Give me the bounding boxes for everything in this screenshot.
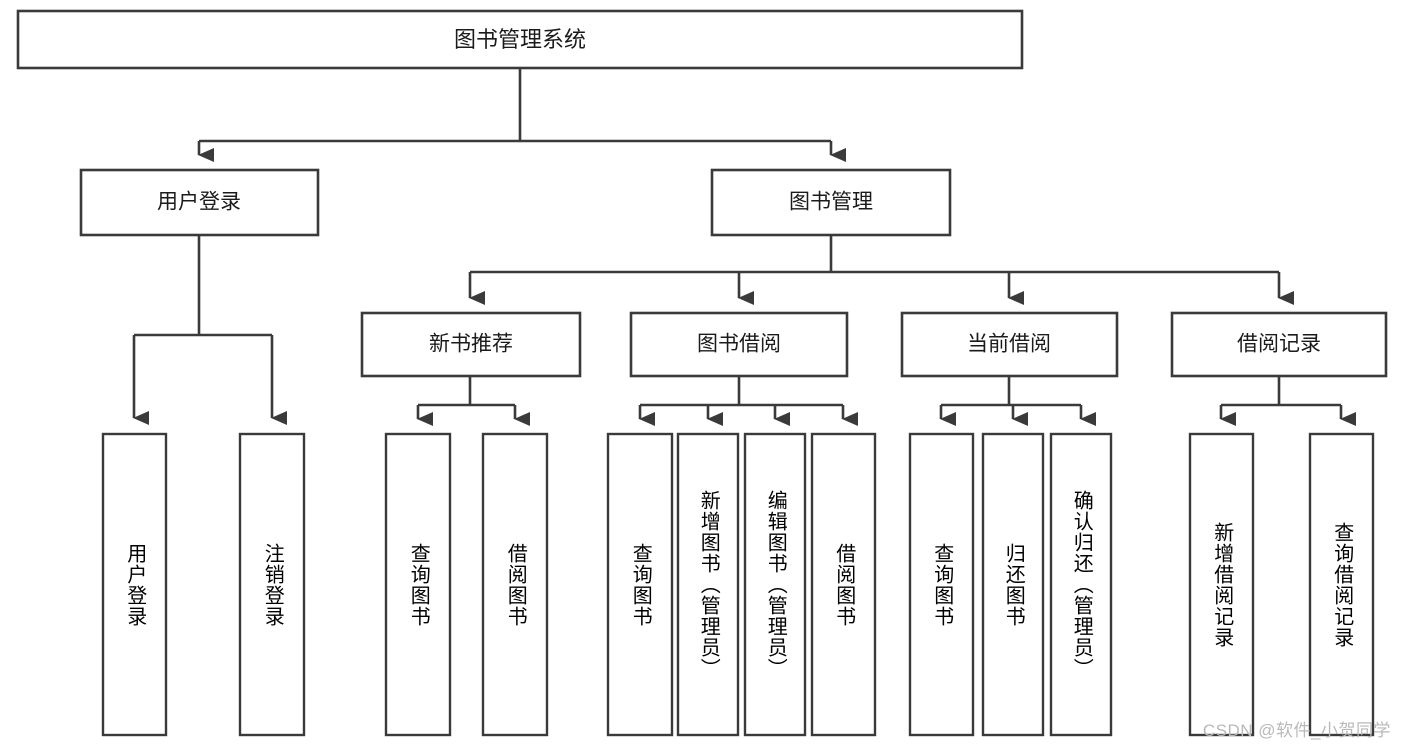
leaf-edit-book-box[interactable] <box>743 432 807 737</box>
node-book-manage-box[interactable] <box>710 168 952 237</box>
connector-group-borrow-record <box>1219 376 1356 426</box>
node-book-manage[interactable]: 图书管理 <box>710 168 952 237</box>
node-book-borrow-label: 图书借阅 <box>697 333 781 356</box>
connector-group-root <box>197 68 846 162</box>
leaf-confirm-return-box[interactable] <box>1049 432 1113 737</box>
connector-group-current-borrow <box>939 376 1096 426</box>
node-new-book-rec-label: 新书推荐 <box>429 333 513 356</box>
node-current-borrow-box[interactable] <box>900 311 1119 378</box>
leaf-add-record-box[interactable] <box>1188 432 1255 737</box>
watermark-text: CSDN @软件_小贺同学 <box>1202 721 1391 740</box>
node-user-login-box[interactable] <box>79 168 320 237</box>
node-borrow-record[interactable]: 借阅记录 <box>1170 311 1388 378</box>
leaf-add-book-box[interactable] <box>676 432 740 737</box>
node-root[interactable]: 图书管理系统 <box>16 9 1024 70</box>
leaf-box-group <box>101 432 1375 737</box>
node-root-label: 图书管理系统 <box>454 27 586 52</box>
node-borrow-record-box[interactable] <box>1170 311 1388 378</box>
leaf-query-record-box[interactable] <box>1308 432 1375 737</box>
leaf-return-book-box[interactable] <box>981 432 1045 737</box>
node-root-box[interactable] <box>16 9 1024 70</box>
leaf-query-book-rec-box[interactable] <box>384 432 452 737</box>
leaf-borrow-book-box[interactable] <box>810 432 877 737</box>
node-current-borrow[interactable]: 当前借阅 <box>900 311 1119 378</box>
node-user-login[interactable]: 用户登录 <box>79 168 320 237</box>
node-borrow-record-label: 借阅记录 <box>1237 333 1321 356</box>
connector-group-user-login <box>132 235 287 425</box>
connector-group-book-manage <box>468 235 1294 305</box>
node-current-borrow-label: 当前借阅 <box>967 333 1051 356</box>
node-user-login-label: 用户登录 <box>157 191 241 214</box>
node-book-borrow[interactable]: 图书借阅 <box>629 311 849 378</box>
node-book-manage-label: 图书管理 <box>789 191 873 214</box>
node-new-book-rec-box[interactable] <box>360 311 582 378</box>
node-new-book-rec[interactable]: 新书推荐 <box>360 311 582 378</box>
leaf-query-book-current-box[interactable] <box>908 432 975 737</box>
leaf-logout-box[interactable] <box>238 432 306 737</box>
leaf-borrow-book-rec-box[interactable] <box>481 432 549 737</box>
leaf-query-book-borrow-box[interactable] <box>606 432 674 737</box>
node-book-borrow-box[interactable] <box>629 311 849 378</box>
connector-group-book-borrow <box>638 376 858 426</box>
leaf-user-login-box[interactable] <box>101 432 168 737</box>
connector-group-new-book-rec <box>416 376 530 426</box>
